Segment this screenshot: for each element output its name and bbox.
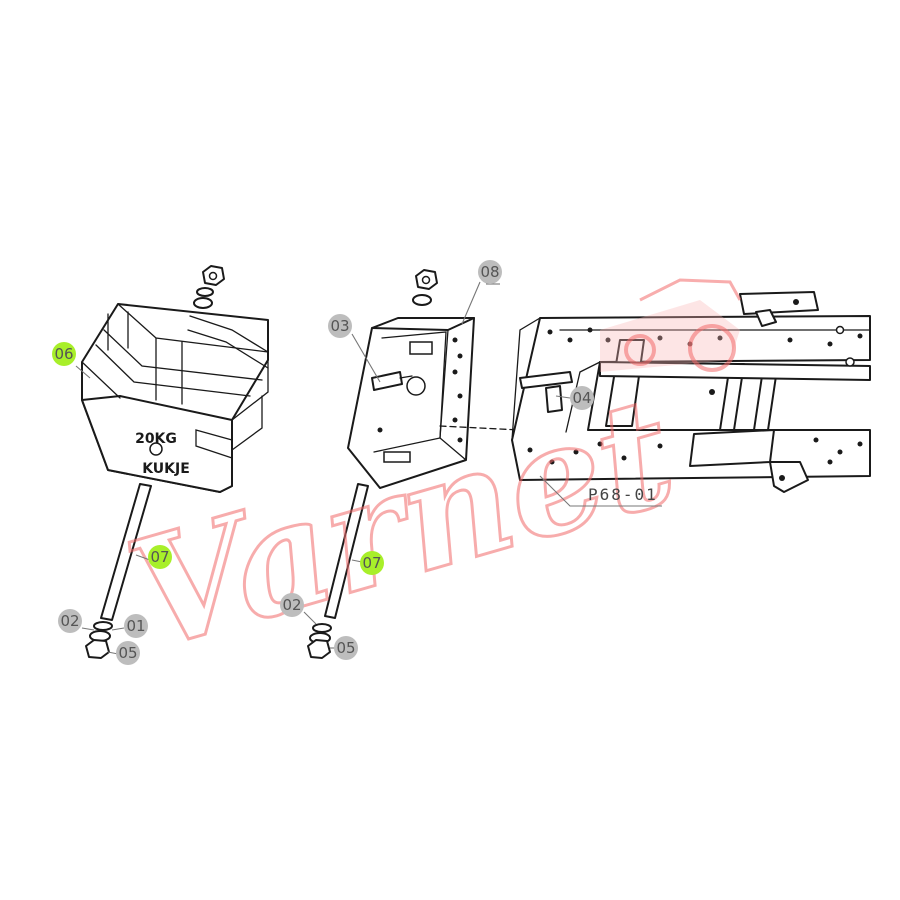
callout-08[interactable]: 08 — [461, 260, 502, 325]
callout-frame-part[interactable]: P68-01 — [539, 475, 662, 507]
bolt-hardware-left — [85, 621, 113, 659]
callout-label: 02 — [282, 596, 301, 614]
callout-06[interactable]: 06 — [52, 342, 91, 379]
top-nut-middle — [412, 269, 438, 306]
bolt-hardware-middle — [307, 623, 332, 659]
callout-03[interactable]: 03 — [328, 314, 381, 383]
callout-04[interactable]: 04 — [555, 386, 594, 410]
callout-label: 06 — [54, 345, 73, 363]
callout-05-middle[interactable]: 05 — [330, 636, 358, 660]
long-bolt-left — [100, 483, 152, 621]
callout-label: 07 — [362, 554, 381, 572]
callout-02-middle[interactable]: 02 — [280, 593, 317, 625]
long-bolt-middle — [324, 483, 369, 619]
weight-bracket — [347, 317, 475, 489]
callout-label: 01 — [126, 617, 145, 635]
callout-07-middle[interactable]: 07 — [351, 551, 384, 575]
callout-label: 04 — [572, 389, 591, 407]
callout-label: 05 — [118, 644, 137, 662]
front-weight: 20KG KUKJE — [81, 303, 269, 493]
top-nut-left — [193, 265, 225, 309]
callout-label: 08 — [480, 263, 499, 281]
callout-label: 07 — [150, 548, 169, 566]
callout-07-left[interactable]: 07 — [135, 545, 172, 569]
callout-label: 05 — [336, 639, 355, 657]
callout-05-left[interactable]: 05 — [107, 641, 140, 665]
callout-label: 03 — [330, 317, 349, 335]
frame-holes — [527, 299, 863, 465]
callout-01[interactable]: 01 — [111, 614, 148, 638]
callouts: 06 07 02 01 05 03 — [52, 260, 662, 665]
callout-label: 02 — [60, 612, 79, 630]
weight-brand-label: KUKJE — [142, 461, 190, 477]
callout-02-left[interactable]: 02 — [58, 609, 95, 633]
weight-mass-label: 20KG — [135, 431, 177, 447]
watermark-tractor-icon — [600, 278, 742, 372]
frame-part-number: P68-01 — [588, 485, 658, 504]
front-frame — [511, 291, 871, 493]
